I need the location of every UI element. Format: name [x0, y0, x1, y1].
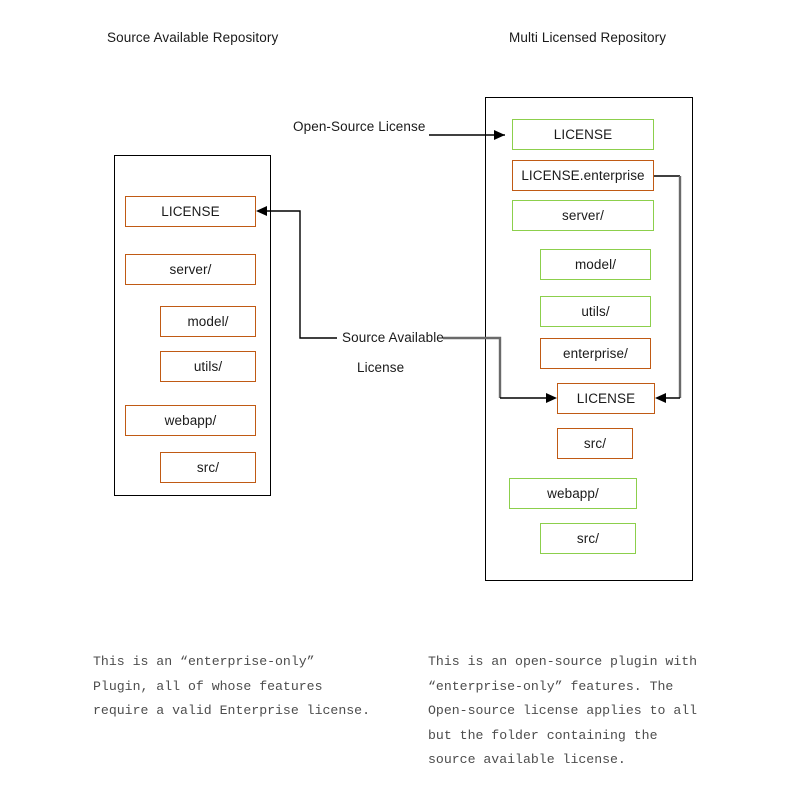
right-item-model: model/ [540, 249, 651, 280]
right-repo-title: Multi Licensed Repository [509, 30, 667, 45]
left-item-src: src/ [160, 452, 256, 483]
label-source-available-license-line2: License [357, 360, 405, 375]
right-item-license-enterprise: LICENSE.enterprise [512, 160, 654, 191]
left-item-webapp: webapp/ [125, 405, 256, 436]
left-item-model: model/ [160, 306, 256, 337]
left-item-utils: utils/ [160, 351, 256, 382]
right-repo-caption: This is an open-source plugin with “ente… [428, 654, 698, 767]
wire-source-available-left [262, 210, 337, 339]
left-repo-title: Source Available Repository [107, 30, 279, 45]
right-item-server: server/ [512, 200, 654, 231]
label-source-available-license-line1: Source Available [342, 330, 444, 345]
left-repo-caption: This is an “enterprise-only” Plugin, all… [93, 654, 370, 718]
label-open-source-license: Open-Source License [293, 119, 426, 134]
left-item-server: server/ [125, 254, 256, 285]
right-item-webapp: webapp/ [509, 478, 637, 509]
left-item-license: LICENSE [125, 196, 256, 227]
right-item-license-open-source: LICENSE [512, 119, 654, 150]
right-item-utils: utils/ [540, 296, 651, 327]
right-item-enterprise-src: src/ [557, 428, 633, 459]
right-item-enterprise: enterprise/ [540, 338, 651, 369]
right-item-license-source-available: LICENSE [557, 383, 655, 414]
right-item-webapp-src: src/ [540, 523, 636, 554]
